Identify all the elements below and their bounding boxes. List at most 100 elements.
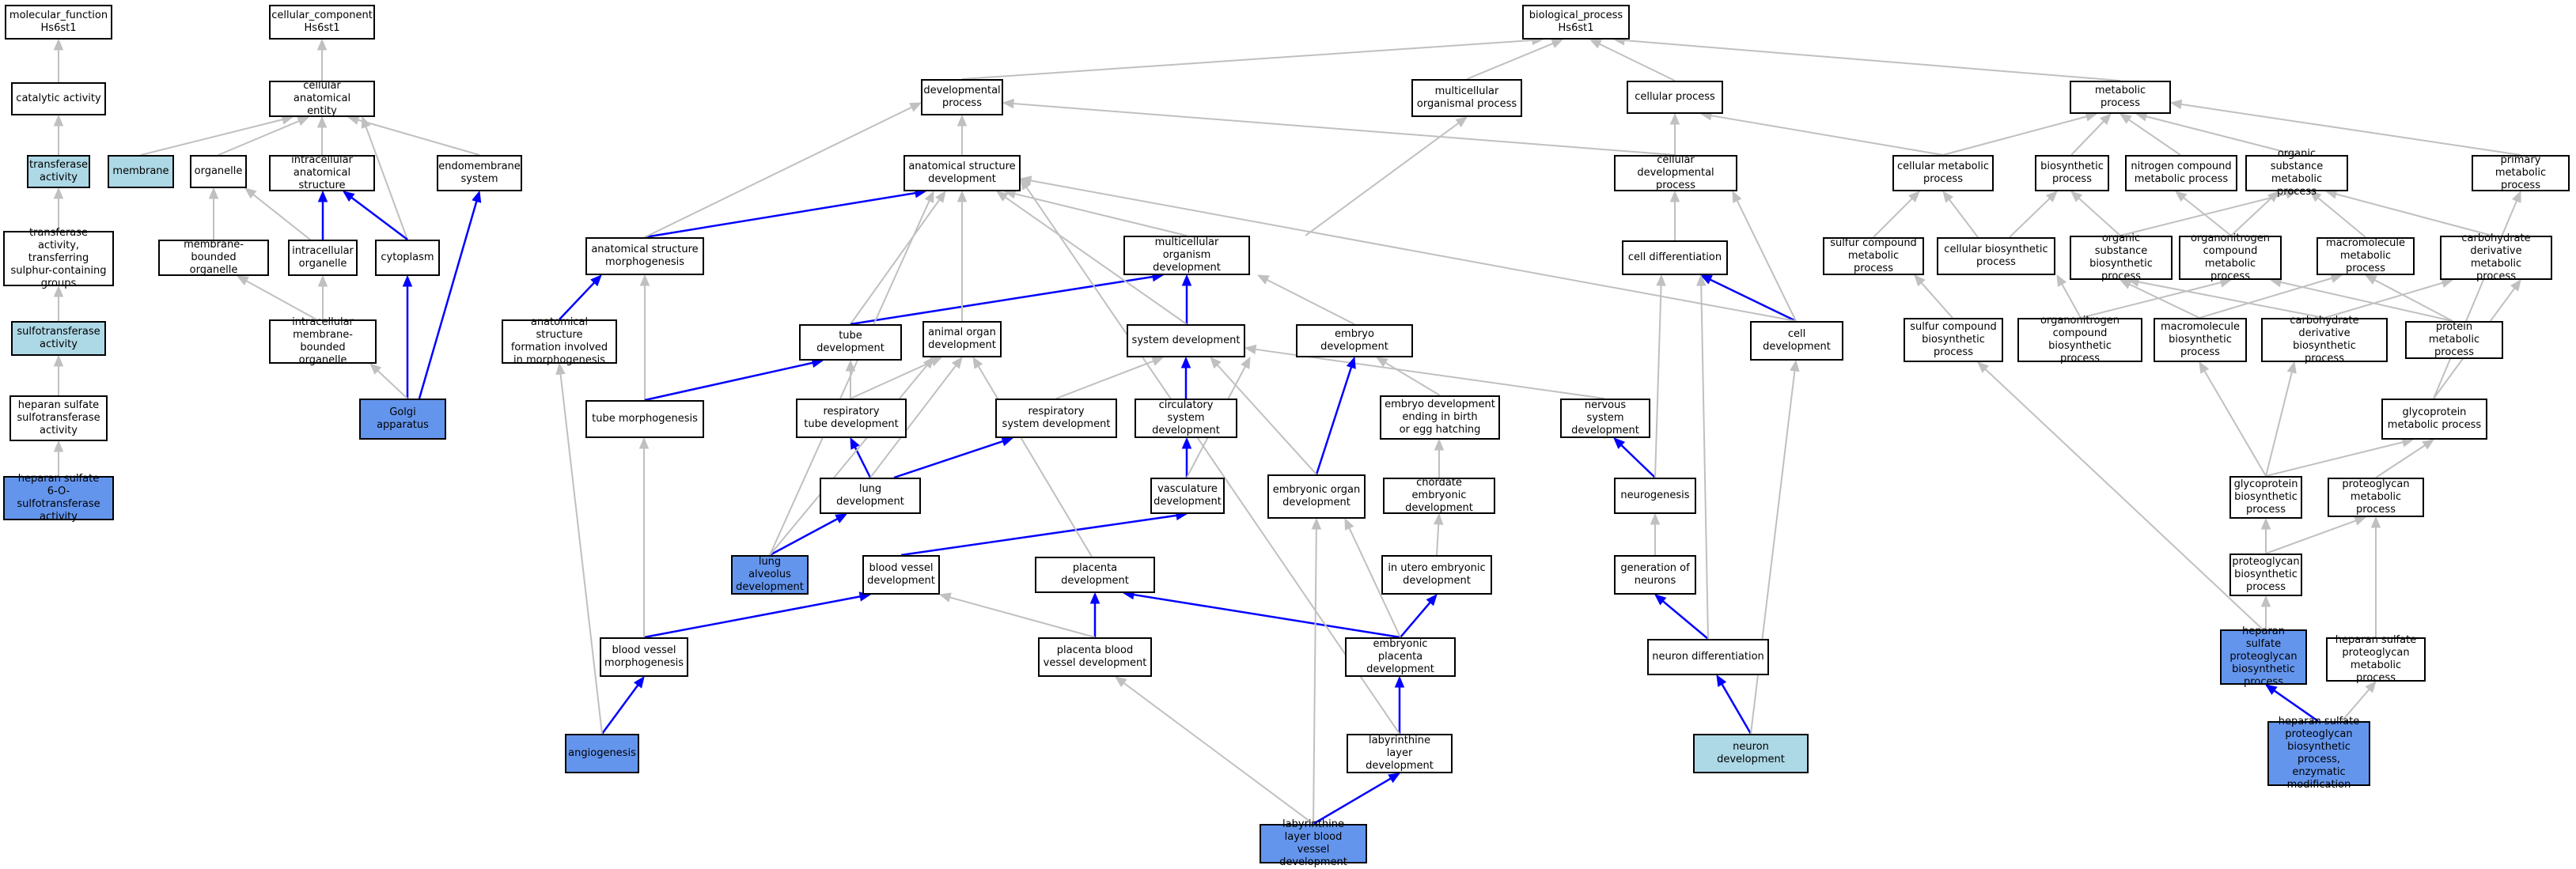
node-glycoprotein-metabolic-process: glycoprotein metabolic process	[2381, 399, 2487, 440]
edge-line-21	[961, 39, 1533, 80]
edge-arrowhead-12	[208, 187, 219, 199]
edge-arrowhead-71	[1151, 357, 1165, 366]
edge-arrowhead-51	[957, 190, 968, 202]
edge-arrowhead-92	[835, 513, 848, 523]
node-organic-substance-biosynthetic-process: organic substance biosynthetic process	[2070, 232, 2173, 282]
edge-line-93	[769, 365, 928, 556]
edge-arrowhead-77	[2512, 190, 2521, 203]
edge-arrowhead-17	[317, 274, 328, 287]
edge-arrowhead-79	[951, 356, 963, 369]
node-vasculature-development: vasculature development	[1150, 478, 1225, 514]
edge-arrowhead-22	[1551, 39, 1564, 48]
edge-line-83	[1315, 366, 1353, 475]
edge-line-16	[245, 280, 317, 320]
node-cellular-component-root: cellular_component Hs6st1	[269, 5, 375, 40]
node-sulfur-compound-metabolic-process: sulfur compound metabolic process	[1823, 237, 1924, 275]
node-neurogenesis: neurogenesis	[1614, 478, 1696, 514]
edge-line-96	[977, 365, 1093, 557]
edge-line-101	[643, 595, 861, 639]
node-carbohydrate-derivative-biosynthetic-process: carbohydrate derivative biosynthetic pro…	[2261, 315, 2388, 365]
edge-arrowhead-28	[1669, 112, 1680, 125]
edge-line-104	[949, 596, 1096, 638]
edge-arrowhead-94	[924, 190, 934, 203]
node-cellular-anatomical-entity: cellular anatomical entity	[269, 80, 375, 117]
node-biosynthetic-process: biosynthetic process	[2035, 155, 2109, 191]
edge-arrowhead-81	[1181, 436, 1192, 449]
node-generation-of-neurons: generation of neurons	[1614, 555, 1696, 595]
edge-arrowhead-106	[1426, 594, 1438, 606]
edge-line-23	[1599, 43, 1676, 81]
edge-line-59	[2061, 283, 2082, 319]
node-sulfur-compound-biosynthetic-process: sulfur compound biosynthetic process	[1904, 318, 2003, 362]
edge-line-46	[2317, 197, 2366, 238]
node-embryo-development-ending-in-birth: embryo development ending in birth or eg…	[1380, 395, 1500, 440]
edge-arrowhead-20	[472, 190, 482, 203]
edge-arrowhead-109	[1696, 274, 1707, 286]
edge-line-121	[1313, 777, 1392, 826]
edge-line-89	[2265, 372, 2293, 477]
edge-line-35	[644, 191, 916, 239]
node-endomembrane-system: endomembrane system	[437, 155, 522, 191]
node-blood-vessel-development: blood vessel development	[862, 555, 940, 595]
edge-arrowhead-118	[1790, 359, 1800, 372]
edge-line-26	[1013, 103, 1676, 156]
edge-arrowhead-1	[53, 114, 64, 127]
edge-arrowhead-84	[1210, 357, 1222, 369]
edge-line-41	[2009, 198, 2051, 238]
edge-line-106	[1400, 602, 1431, 638]
edge-arrowhead-4	[53, 354, 64, 367]
edge-line-45	[2230, 198, 2272, 236]
edge-line-53	[1005, 196, 1188, 325]
edge-line-64	[2324, 281, 2443, 319]
node-carbohydrate-derivative-metabolic-process: carbohydrate derivative metabolic proces…	[2440, 232, 2552, 282]
edge-line-22	[1466, 43, 1554, 80]
node-developmental-process: developmental process	[921, 79, 1003, 115]
edge-arrowhead-56	[1732, 190, 1742, 203]
edge-arrowhead-13	[244, 187, 257, 199]
edge-arrowhead-82	[1241, 356, 1251, 369]
node-macromolecule-metabolic-process: macromolecule metabolic process	[2317, 237, 2415, 275]
edge-line-86	[1620, 444, 1656, 478]
edge-arrowhead-83	[1346, 356, 1356, 369]
node-cellular-biosynthetic-process: cellular biosynthetic process	[1937, 237, 2055, 275]
edge-arrowhead-36	[909, 102, 922, 112]
edge-line-123	[1123, 682, 1314, 825]
edge-line-68	[644, 361, 813, 402]
edge-arrowhead-74	[1244, 344, 1257, 355]
edge-line-73	[1385, 361, 1441, 396]
edge-arrowhead-113	[633, 675, 645, 689]
edge-line-107	[1348, 527, 1401, 638]
edge-arrowhead-91	[2422, 439, 2435, 450]
edge-arrowhead-102	[638, 436, 650, 449]
edge-line-80	[893, 440, 1004, 479]
node-cell-development: cell development	[1750, 321, 1843, 361]
edge-arrowhead-15	[342, 191, 355, 202]
edge-line-122	[1313, 528, 1317, 825]
node-heparan-sulfate-proteoglycan-biosynthetic-process: heparan sulfate proteoglycan biosyntheti…	[2220, 625, 2307, 688]
edge-arrowhead-3	[53, 285, 64, 297]
edge-arrowhead-14	[317, 190, 328, 202]
edge-arrowhead-44	[2174, 191, 2188, 202]
node-transferase-activity: transferase activity	[27, 155, 90, 188]
edge-line-90	[2265, 441, 2404, 477]
edge-arrowhead-100	[2354, 516, 2367, 526]
edge-arrowhead-2	[53, 187, 64, 199]
edge-arrowhead-111	[2260, 595, 2271, 607]
edge-line-87	[1654, 285, 1662, 478]
edge-line-58	[1920, 282, 1953, 319]
node-intracellular-membrane-bounded-organelle: intracellular membrane-bounded organelle	[269, 316, 377, 366]
node-metabolic-process: metabolic process	[2070, 81, 2171, 114]
node-organic-substance-metabolic-process: organic substance metabolic process	[2245, 148, 2348, 198]
node-membrane: membrane	[108, 155, 174, 188]
edge-line-92	[769, 518, 839, 557]
edge-line-50	[850, 275, 1154, 326]
edge-arrowhead-72	[1180, 356, 1191, 368]
node-multicellular-organism-development: multicellular organism development	[1123, 236, 1250, 275]
edge-arrowhead-76	[2510, 278, 2521, 292]
edge-arrowhead-73	[1375, 357, 1388, 368]
node-cellular-process: cellular process	[1627, 81, 1723, 114]
node-heparan-sulfate-proteoglycan-metabolic-process: heparan sulfate proteoglycan metabolic p…	[2326, 634, 2426, 684]
node-angiogenesis: angiogenesis	[565, 734, 639, 773]
edge-line-8	[218, 120, 300, 156]
edge-line-43	[2120, 193, 2287, 236]
